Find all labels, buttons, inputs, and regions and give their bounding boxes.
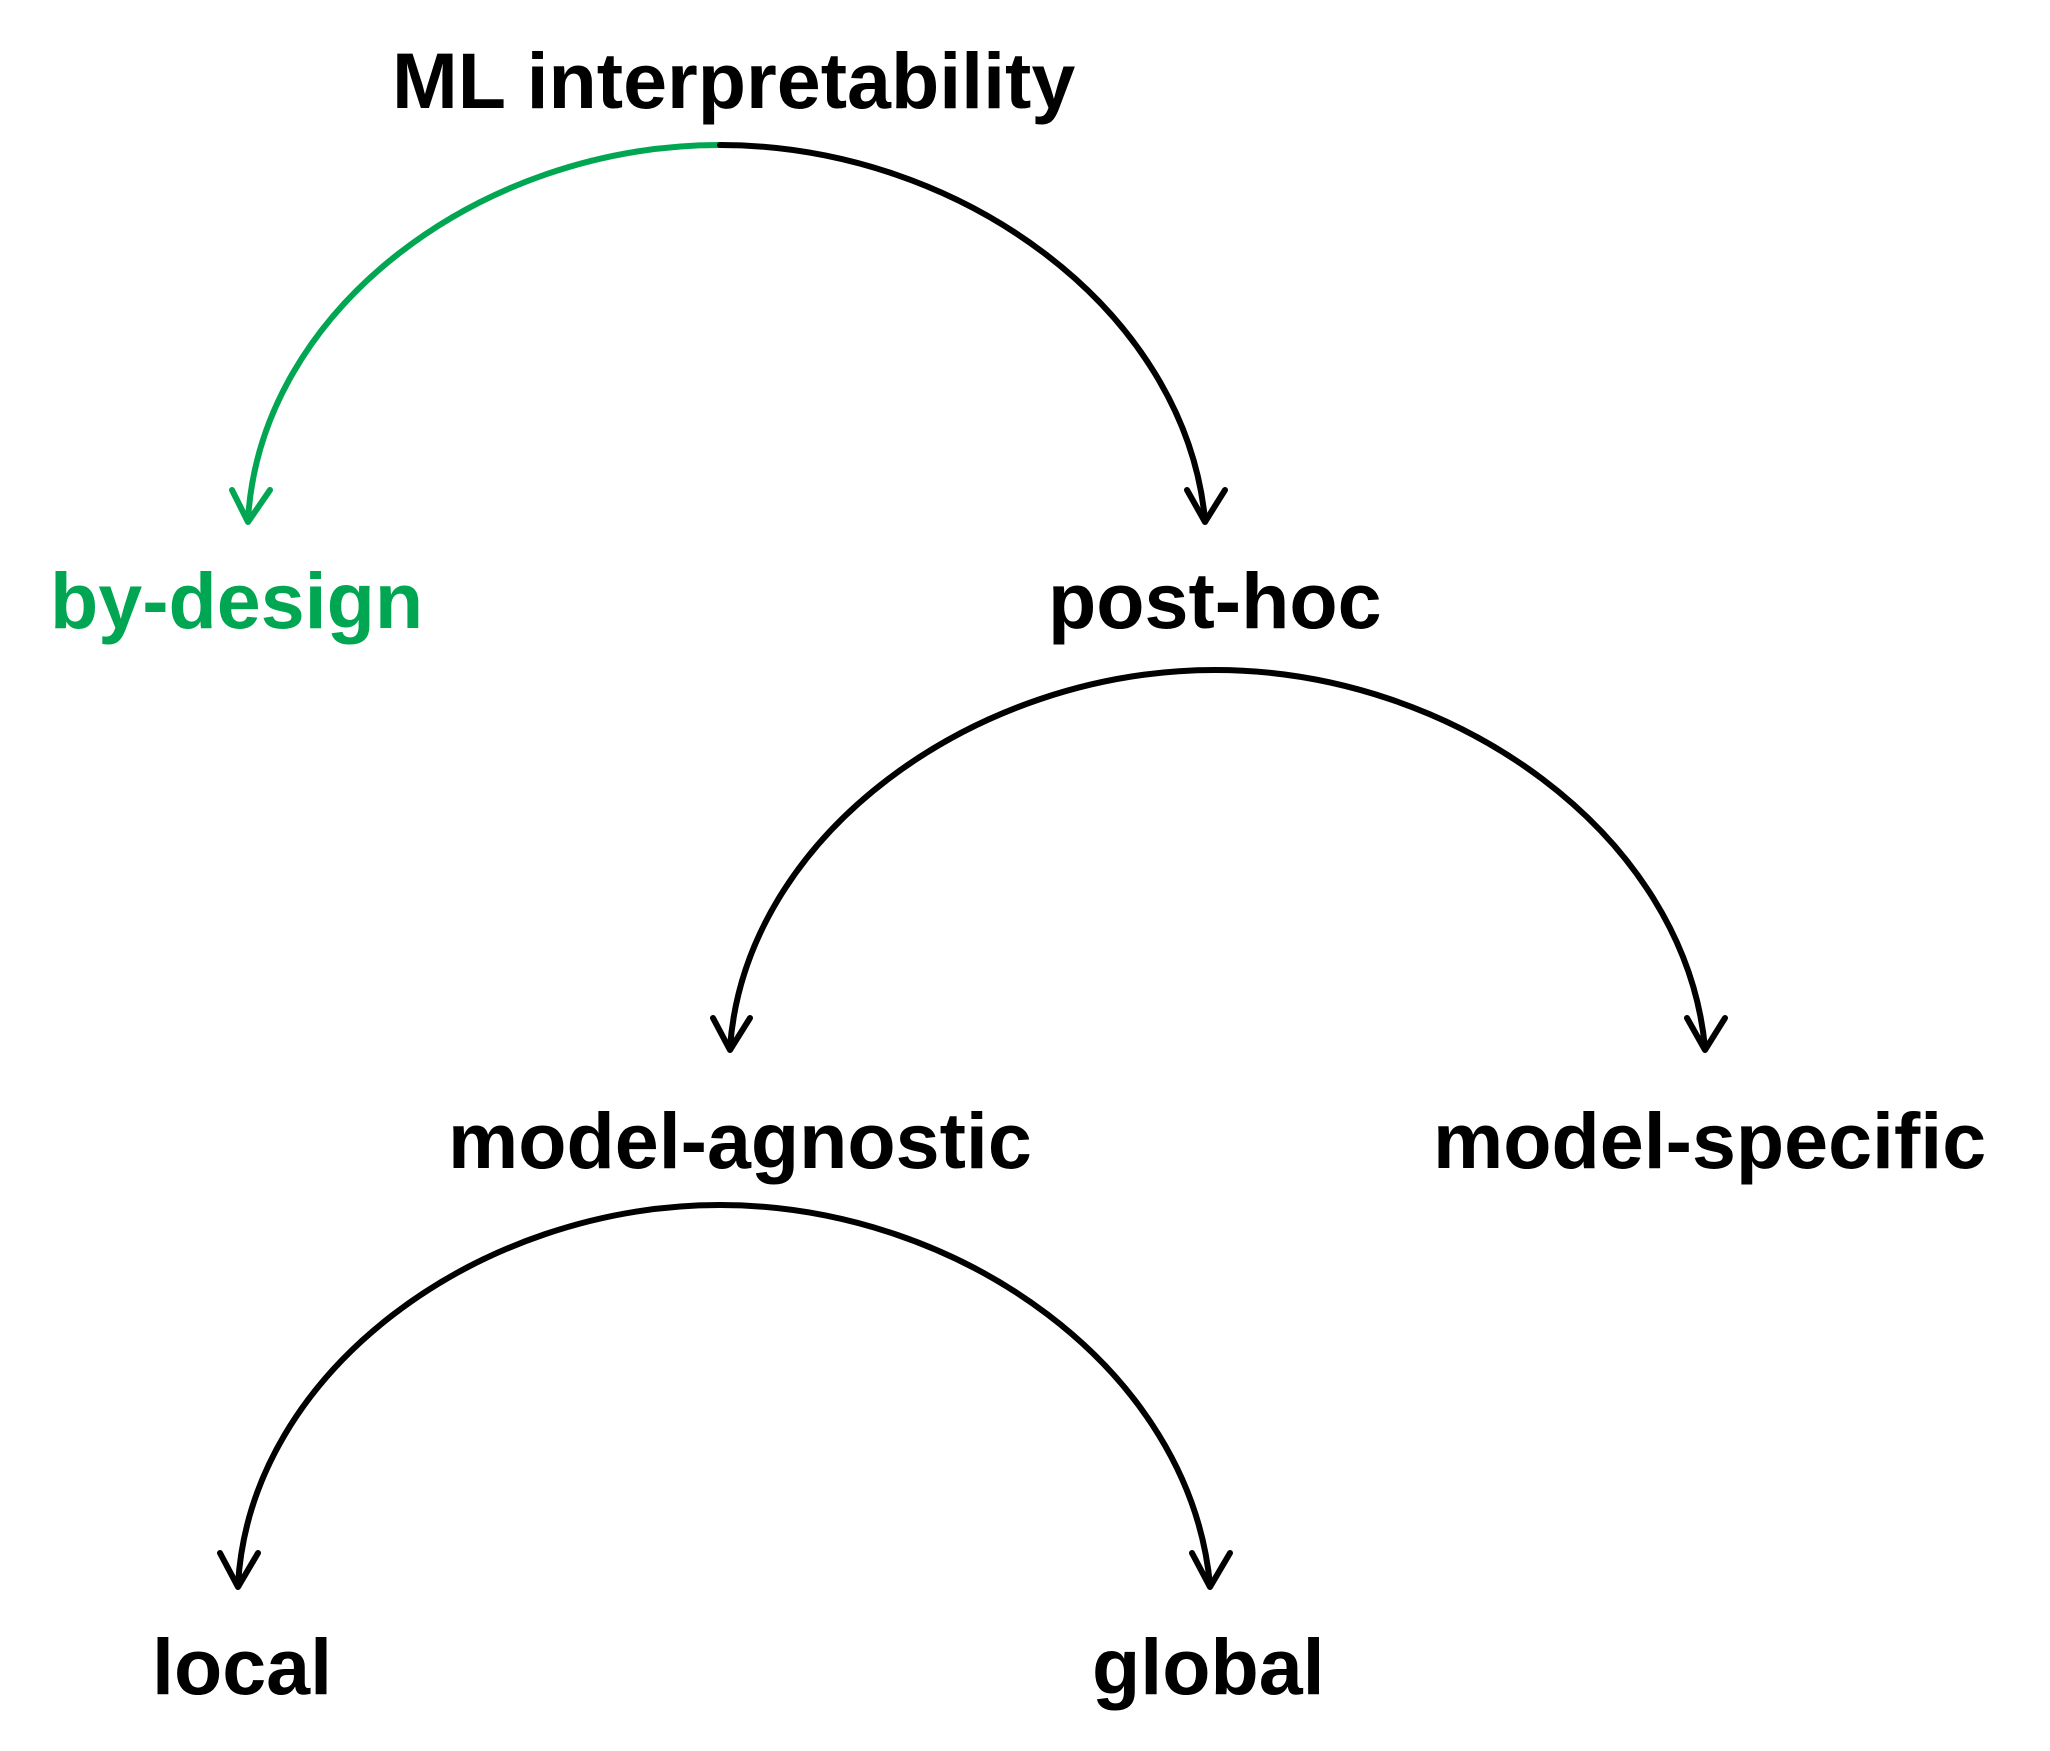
arrowhead-post-hoc	[1184, 487, 1228, 525]
edge-root-to-by-design	[245, 142, 723, 523]
node-post-hoc: post-hoc	[1048, 556, 1382, 645]
node-ml-interpretability: ML interpretability	[392, 36, 1075, 125]
arrowhead-local	[217, 1550, 261, 1590]
node-by-design: by-design	[50, 556, 423, 645]
edge-post-hoc-to-model-agnostic	[727, 667, 1218, 1051]
diagram-edges	[217, 142, 1728, 1590]
diagram-nodes: ML interpretability by-design post-hoc m…	[50, 36, 1986, 1711]
node-global: global	[1092, 1622, 1325, 1711]
arrowhead-model-agnostic	[710, 1015, 753, 1053]
edge-root-to-post-hoc	[717, 142, 1208, 523]
arrowhead-global	[1189, 1550, 1233, 1590]
edge-post-hoc-to-model-specific	[1212, 667, 1708, 1051]
edge-model-agnostic-to-global	[717, 1202, 1213, 1588]
node-local: local	[152, 1622, 332, 1711]
node-model-agnostic: model-agnostic	[448, 1096, 1032, 1185]
arrowhead-by-design	[229, 487, 273, 525]
node-model-specific: model-specific	[1433, 1096, 1986, 1185]
edge-model-agnostic-to-local	[235, 1202, 723, 1588]
arrowhead-model-specific	[1684, 1015, 1728, 1053]
